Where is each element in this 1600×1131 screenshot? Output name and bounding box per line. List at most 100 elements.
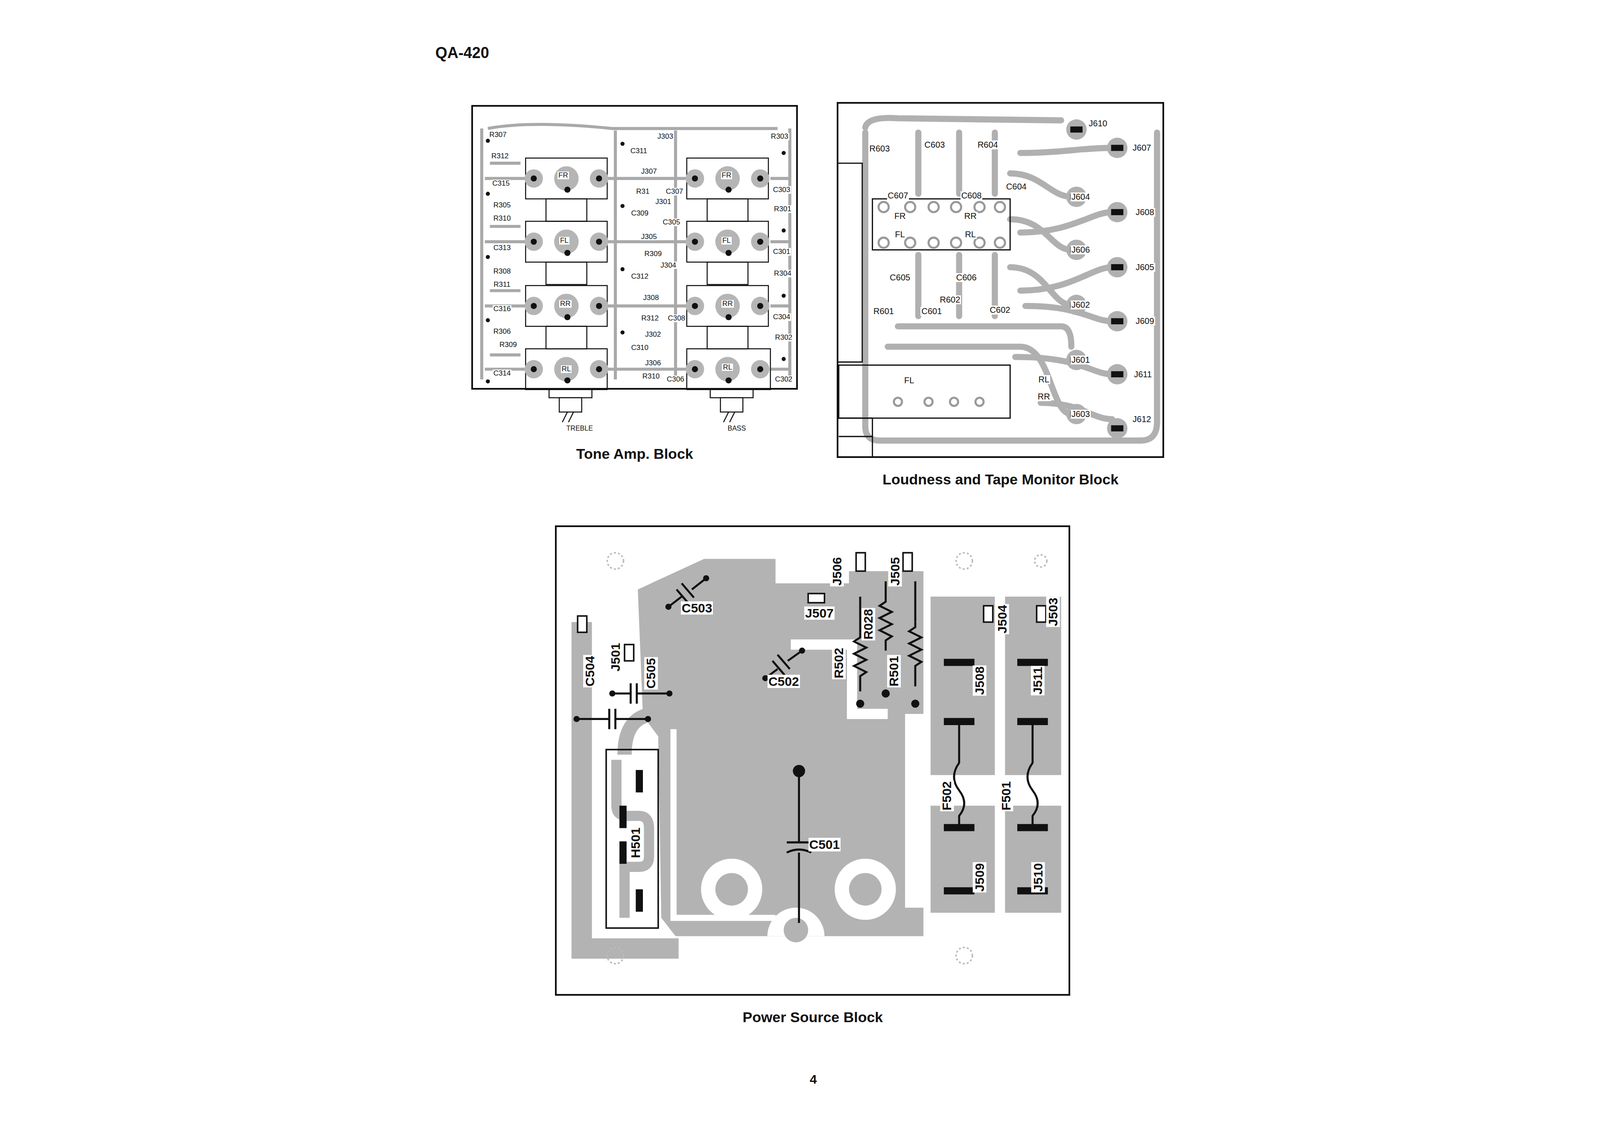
component-label: R604 xyxy=(976,140,999,150)
component-label: C307 xyxy=(665,187,685,196)
component-label: C502 xyxy=(767,674,800,689)
component-label: FL xyxy=(721,236,732,245)
component-label: RR xyxy=(559,300,572,308)
component-label: J303 xyxy=(656,132,675,141)
tone-small-parts xyxy=(485,138,786,384)
component-label: R502 xyxy=(832,647,846,680)
page-title: QA-420 xyxy=(435,43,490,62)
component-label: J505 xyxy=(888,556,903,587)
component-label: C301 xyxy=(772,248,792,256)
component-label: C607 xyxy=(887,191,910,201)
component-label: R303 xyxy=(770,132,790,141)
component-label: C608 xyxy=(960,191,983,201)
component-label: C503 xyxy=(680,601,714,616)
component-label: R310 xyxy=(641,372,661,381)
component-label: R309 xyxy=(498,341,518,349)
component-label: J302 xyxy=(644,330,662,339)
component-label: C305 xyxy=(662,218,682,227)
component-label: R601 xyxy=(872,306,895,316)
component-label: R501 xyxy=(887,655,901,688)
component-label: C606 xyxy=(955,273,978,283)
component-label: C315 xyxy=(491,179,511,188)
component-label: C603 xyxy=(923,140,946,150)
component-label: R028 xyxy=(861,608,876,641)
tone-board-traces xyxy=(481,124,790,380)
component-label: RR xyxy=(721,300,734,308)
component-label: C605 xyxy=(888,273,911,283)
component-label: R304 xyxy=(773,269,793,278)
block-caption: Power Source Block xyxy=(742,1009,883,1026)
component-label: C505 xyxy=(644,657,658,690)
component-label: C501 xyxy=(808,837,841,852)
component-label: R31 xyxy=(635,187,651,196)
component-label: J608 xyxy=(1134,207,1155,217)
component-label: J604 xyxy=(1070,192,1091,202)
component-label: R308 xyxy=(492,267,512,276)
component-label: C314 xyxy=(492,369,512,378)
power-components xyxy=(576,578,1038,924)
component-label: J611 xyxy=(1132,370,1153,380)
component-label: C303 xyxy=(772,186,792,194)
mounting-holes xyxy=(607,552,1047,964)
component-label: C504 xyxy=(583,655,597,688)
component-label: C302 xyxy=(773,375,794,384)
component-label: J605 xyxy=(1134,262,1155,272)
component-label: R602 xyxy=(938,295,961,305)
component-label: R310 xyxy=(492,214,512,223)
component-label: J305 xyxy=(640,233,658,241)
component-label: C311 xyxy=(629,147,649,155)
component-label: RR xyxy=(963,211,978,221)
component-label: J612 xyxy=(1131,414,1152,424)
component-label: J503 xyxy=(1046,597,1060,628)
component-label: RL xyxy=(1037,375,1051,385)
loudness-pads xyxy=(878,119,1128,439)
component-label: RL xyxy=(963,230,977,240)
component-label: J610 xyxy=(1087,119,1108,129)
circuit-board-panel: Power Source Block xyxy=(554,525,1071,996)
component-label: J301 xyxy=(654,198,672,206)
component-label: J304 xyxy=(659,261,678,270)
tone-control-shafts xyxy=(548,389,754,423)
component-label: J501 xyxy=(608,642,623,673)
component-label: FL xyxy=(903,376,915,386)
component-label: J507 xyxy=(804,606,835,621)
component-label: J606 xyxy=(1070,245,1091,255)
component-label: BASS xyxy=(726,425,747,433)
component-label: R306 xyxy=(492,327,512,336)
loudness-outlines xyxy=(836,163,1011,459)
component-label: R307 xyxy=(488,131,508,139)
component-label: R312 xyxy=(490,152,510,161)
component-label: C602 xyxy=(989,305,1012,315)
component-label: RL xyxy=(560,365,573,374)
component-label: F501 xyxy=(999,780,1014,812)
component-label: J308 xyxy=(642,294,660,302)
component-label: J601 xyxy=(1070,355,1091,365)
component-label: F502 xyxy=(940,780,954,812)
block-caption: Loudness and Tape Monitor Block xyxy=(882,471,1119,488)
component-label: J602 xyxy=(1070,300,1091,310)
component-label: R312 xyxy=(640,314,660,323)
component-label: C316 xyxy=(492,305,512,313)
component-label: J609 xyxy=(1134,316,1155,326)
component-label: R603 xyxy=(868,144,891,154)
component-label: J511 xyxy=(1030,665,1045,696)
component-label: FR xyxy=(557,171,570,180)
component-label: FL xyxy=(894,230,906,240)
component-label: J504 xyxy=(995,604,1010,635)
circuit-board-panel: Loudness and Tape Monitor Block xyxy=(836,102,1165,459)
component-label: C312 xyxy=(630,272,650,281)
component-label: J510 xyxy=(1030,862,1045,893)
component-label: J607 xyxy=(1131,143,1152,153)
component-label: J506 xyxy=(829,556,844,587)
component-label: R311 xyxy=(492,280,511,289)
component-label: FL xyxy=(559,236,570,245)
loudness-board-traces xyxy=(865,117,1157,441)
power-copper xyxy=(581,558,1062,949)
component-label: FR xyxy=(721,171,733,180)
component-label: R301 xyxy=(773,205,793,214)
component-label: J306 xyxy=(644,359,662,368)
tone-pot-sections xyxy=(524,157,771,390)
component-label: RL xyxy=(721,363,733,372)
